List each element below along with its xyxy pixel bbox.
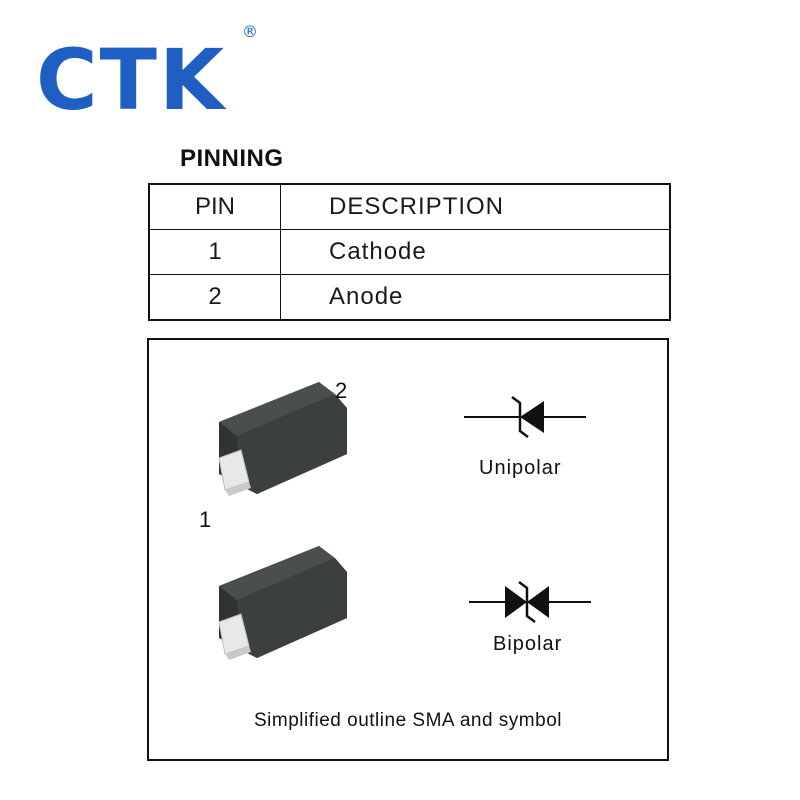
figure-caption: Simplified outline SMA and symbol <box>254 710 562 731</box>
registered-mark: ® <box>242 22 258 41</box>
header-pin: PIN <box>148 183 281 230</box>
pin-label-upper: 2 <box>335 378 348 403</box>
sma-package-upper <box>218 382 347 496</box>
description-cell: Cathode <box>280 229 671 275</box>
pin-cell: 1 <box>148 229 281 275</box>
logo-text: CTK <box>36 31 227 129</box>
ctk-logo: CTK ® <box>36 22 258 129</box>
header-description: DESCRIPTION <box>280 183 671 230</box>
pin-cell: 2 <box>148 274 281 321</box>
description-cell: Anode <box>280 274 671 321</box>
pin-label-lower: 1 <box>199 507 212 532</box>
bipolar-label: Bipolar <box>493 633 563 655</box>
package-figure: 2 1 Unipolar Bipolar Simplified outline … <box>147 338 669 761</box>
pinning-table: PIN DESCRIPTION 1 Cathode 2 Anode <box>148 183 671 321</box>
table-header-row: PIN DESCRIPTION <box>148 183 671 230</box>
sma-package-lower <box>218 546 347 660</box>
unipolar-tvs-symbol-icon <box>464 396 586 438</box>
table-row: 2 Anode <box>148 274 671 321</box>
bipolar-tvs-symbol-icon <box>469 581 591 623</box>
unipolar-label: Unipolar <box>479 457 562 479</box>
table-row: 1 Cathode <box>148 229 671 275</box>
section-title: PINNING <box>180 145 284 172</box>
